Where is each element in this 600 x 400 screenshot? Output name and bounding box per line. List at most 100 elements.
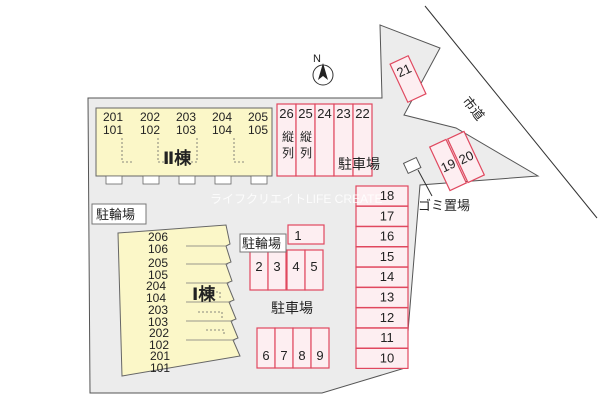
building-1-unit-lower: 101 [150, 361, 170, 375]
north-label: N [313, 53, 321, 65]
parking-space-center-row: 2 [249, 249, 269, 291]
parking-upper-label: 駐車場 [338, 156, 380, 172]
parking-space-right-column: 10 [355, 347, 409, 369]
parking-space-bottom-row: 7 [274, 327, 294, 369]
parking-space-right-pair-number: 19 [438, 156, 457, 176]
parking-space-right-column-number: 12 [380, 310, 394, 325]
parking-space-corner-number: 21 [394, 61, 413, 81]
parking-space-right-column: 14 [355, 266, 409, 288]
building-2 [95, 107, 273, 185]
garbage-label: ゴミ置場 [418, 198, 470, 213]
watermark-text: ライフクリエイトLIFE CREATE [210, 192, 382, 206]
building-2-unit-lower: 101 [103, 123, 123, 137]
parking-space-bottom-row-number: 8 [298, 348, 305, 363]
building-2-unit-upper: 204 [212, 110, 232, 124]
parking-space-top-row-number: 24 [317, 106, 331, 121]
building-1-unit-lower: 103 [148, 315, 168, 329]
parking-space-bottom-row-number: 9 [316, 348, 323, 363]
parking-space-center-row-number: 5 [310, 259, 317, 274]
building-2-unit-upper: 203 [176, 110, 196, 124]
building-1-unit-lower: 102 [149, 338, 169, 352]
parking-space-center-row-number: 3 [273, 259, 280, 274]
building-1-unit-upper: 204 [146, 279, 166, 293]
parking-space-bottom-row-number: 6 [262, 348, 269, 363]
building-1-unit-lower: 104 [146, 291, 166, 305]
parking-space-right-column-number: 18 [380, 188, 394, 203]
north-arrow-icon [312, 63, 334, 86]
garbage-leader-line [417, 169, 433, 197]
parking-space-top-row: 26 [276, 103, 297, 177]
parking-space-right-column-number: 13 [380, 290, 394, 305]
building-1-unit-upper: 206 [148, 230, 168, 244]
tandem-label-b-2: 列 [300, 146, 312, 160]
parking-space-center-single-number: 1 [294, 228, 301, 243]
building-2-unit-upper: 202 [140, 110, 160, 124]
parking-space-right-column-number: 15 [380, 249, 394, 264]
parking-space-top-row-number: 26 [279, 106, 293, 121]
parking-space-bottom-row: 8 [292, 327, 312, 369]
building-1 [117, 224, 241, 377]
parking-space-bottom-row-number: 7 [280, 348, 287, 363]
building-1-unit-lower: 106 [148, 242, 168, 256]
parking-space-right-pair: 19 [428, 138, 468, 192]
parking-space-right-pair-number: 20 [456, 148, 475, 168]
parking-space-top-row-number: 23 [336, 106, 350, 121]
building-2-unit-upper: 205 [248, 110, 268, 124]
tandem-label-a-1: 縦 [282, 130, 294, 144]
bike-parking-center-area [239, 233, 287, 253]
building-2-label: Ⅱ棟 [163, 148, 192, 168]
parking-space-top-row: 24 [314, 103, 335, 177]
bike-parking-left-label: 駐輪場 [96, 207, 135, 222]
parking-space-right-column-number: 17 [380, 208, 394, 223]
parking-space-right-pair: 20 [446, 130, 486, 184]
building-1-unit-upper: 201 [150, 349, 170, 363]
parking-space-right-column: 17 [355, 205, 409, 227]
parking-space-right-column: 12 [355, 307, 409, 329]
parking-space-center-row: 3 [267, 249, 287, 291]
parking-space-top-row: 25 [295, 103, 316, 177]
garbage-area [402, 156, 422, 175]
tandem-label-a-2: 列 [282, 146, 294, 160]
parking-space-top-row-number: 25 [298, 106, 312, 121]
building-2-unit-lower: 103 [176, 123, 196, 137]
bike-parking-left-area [91, 203, 147, 225]
parking-space-right-column: 13 [355, 286, 409, 309]
road-edge-line [424, 5, 598, 219]
building-1-unit-upper: 205 [148, 256, 168, 270]
parking-space-right-column-number: 11 [380, 330, 394, 345]
parking-space-center-row-number: 4 [292, 259, 299, 274]
building-1-label: Ⅰ棟 [192, 284, 216, 304]
parking-space-right-column: 11 [355, 327, 409, 349]
parking-space-right-column: 18 [355, 185, 409, 207]
parking-space-bottom-row: 9 [310, 327, 330, 369]
parking-space-center-row: 5 [304, 249, 324, 291]
parking-space-right-column-number: 16 [380, 229, 394, 244]
parking-space-top-row: 22 [352, 103, 373, 177]
building-2-unit-lower: 104 [212, 123, 232, 137]
tandem-label-b-1: 縦 [300, 130, 312, 144]
building-2-unit-lower: 105 [248, 123, 268, 137]
building-1-unit-upper: 203 [148, 303, 168, 317]
parking-space-bottom-row: 6 [256, 327, 276, 369]
parking-space-right-column-number: 10 [380, 350, 394, 365]
parking-space-top-row-number: 22 [355, 106, 369, 121]
building-2-unit-upper: 201 [103, 110, 123, 124]
parking-space-center-single: 1 [287, 224, 325, 245]
parking-space-right-column-number: 14 [380, 269, 394, 284]
building-1-unit-upper: 202 [149, 326, 169, 340]
parking-space-corner: 21 [389, 54, 427, 104]
parking-space-center-row: 4 [286, 249, 306, 291]
building-1-unit-lower: 105 [148, 268, 168, 282]
parking-space-right-column: 16 [355, 226, 409, 248]
parking-space-center-row-number: 2 [255, 259, 262, 274]
city-road-label: 市道 [460, 94, 488, 124]
building-2-unit-lower: 102 [140, 123, 160, 137]
parking-space-right-column: 15 [355, 246, 409, 268]
parking-lower-label: 駐車場 [271, 300, 313, 316]
bike-parking-center-label: 駐輪場 [242, 236, 281, 251]
